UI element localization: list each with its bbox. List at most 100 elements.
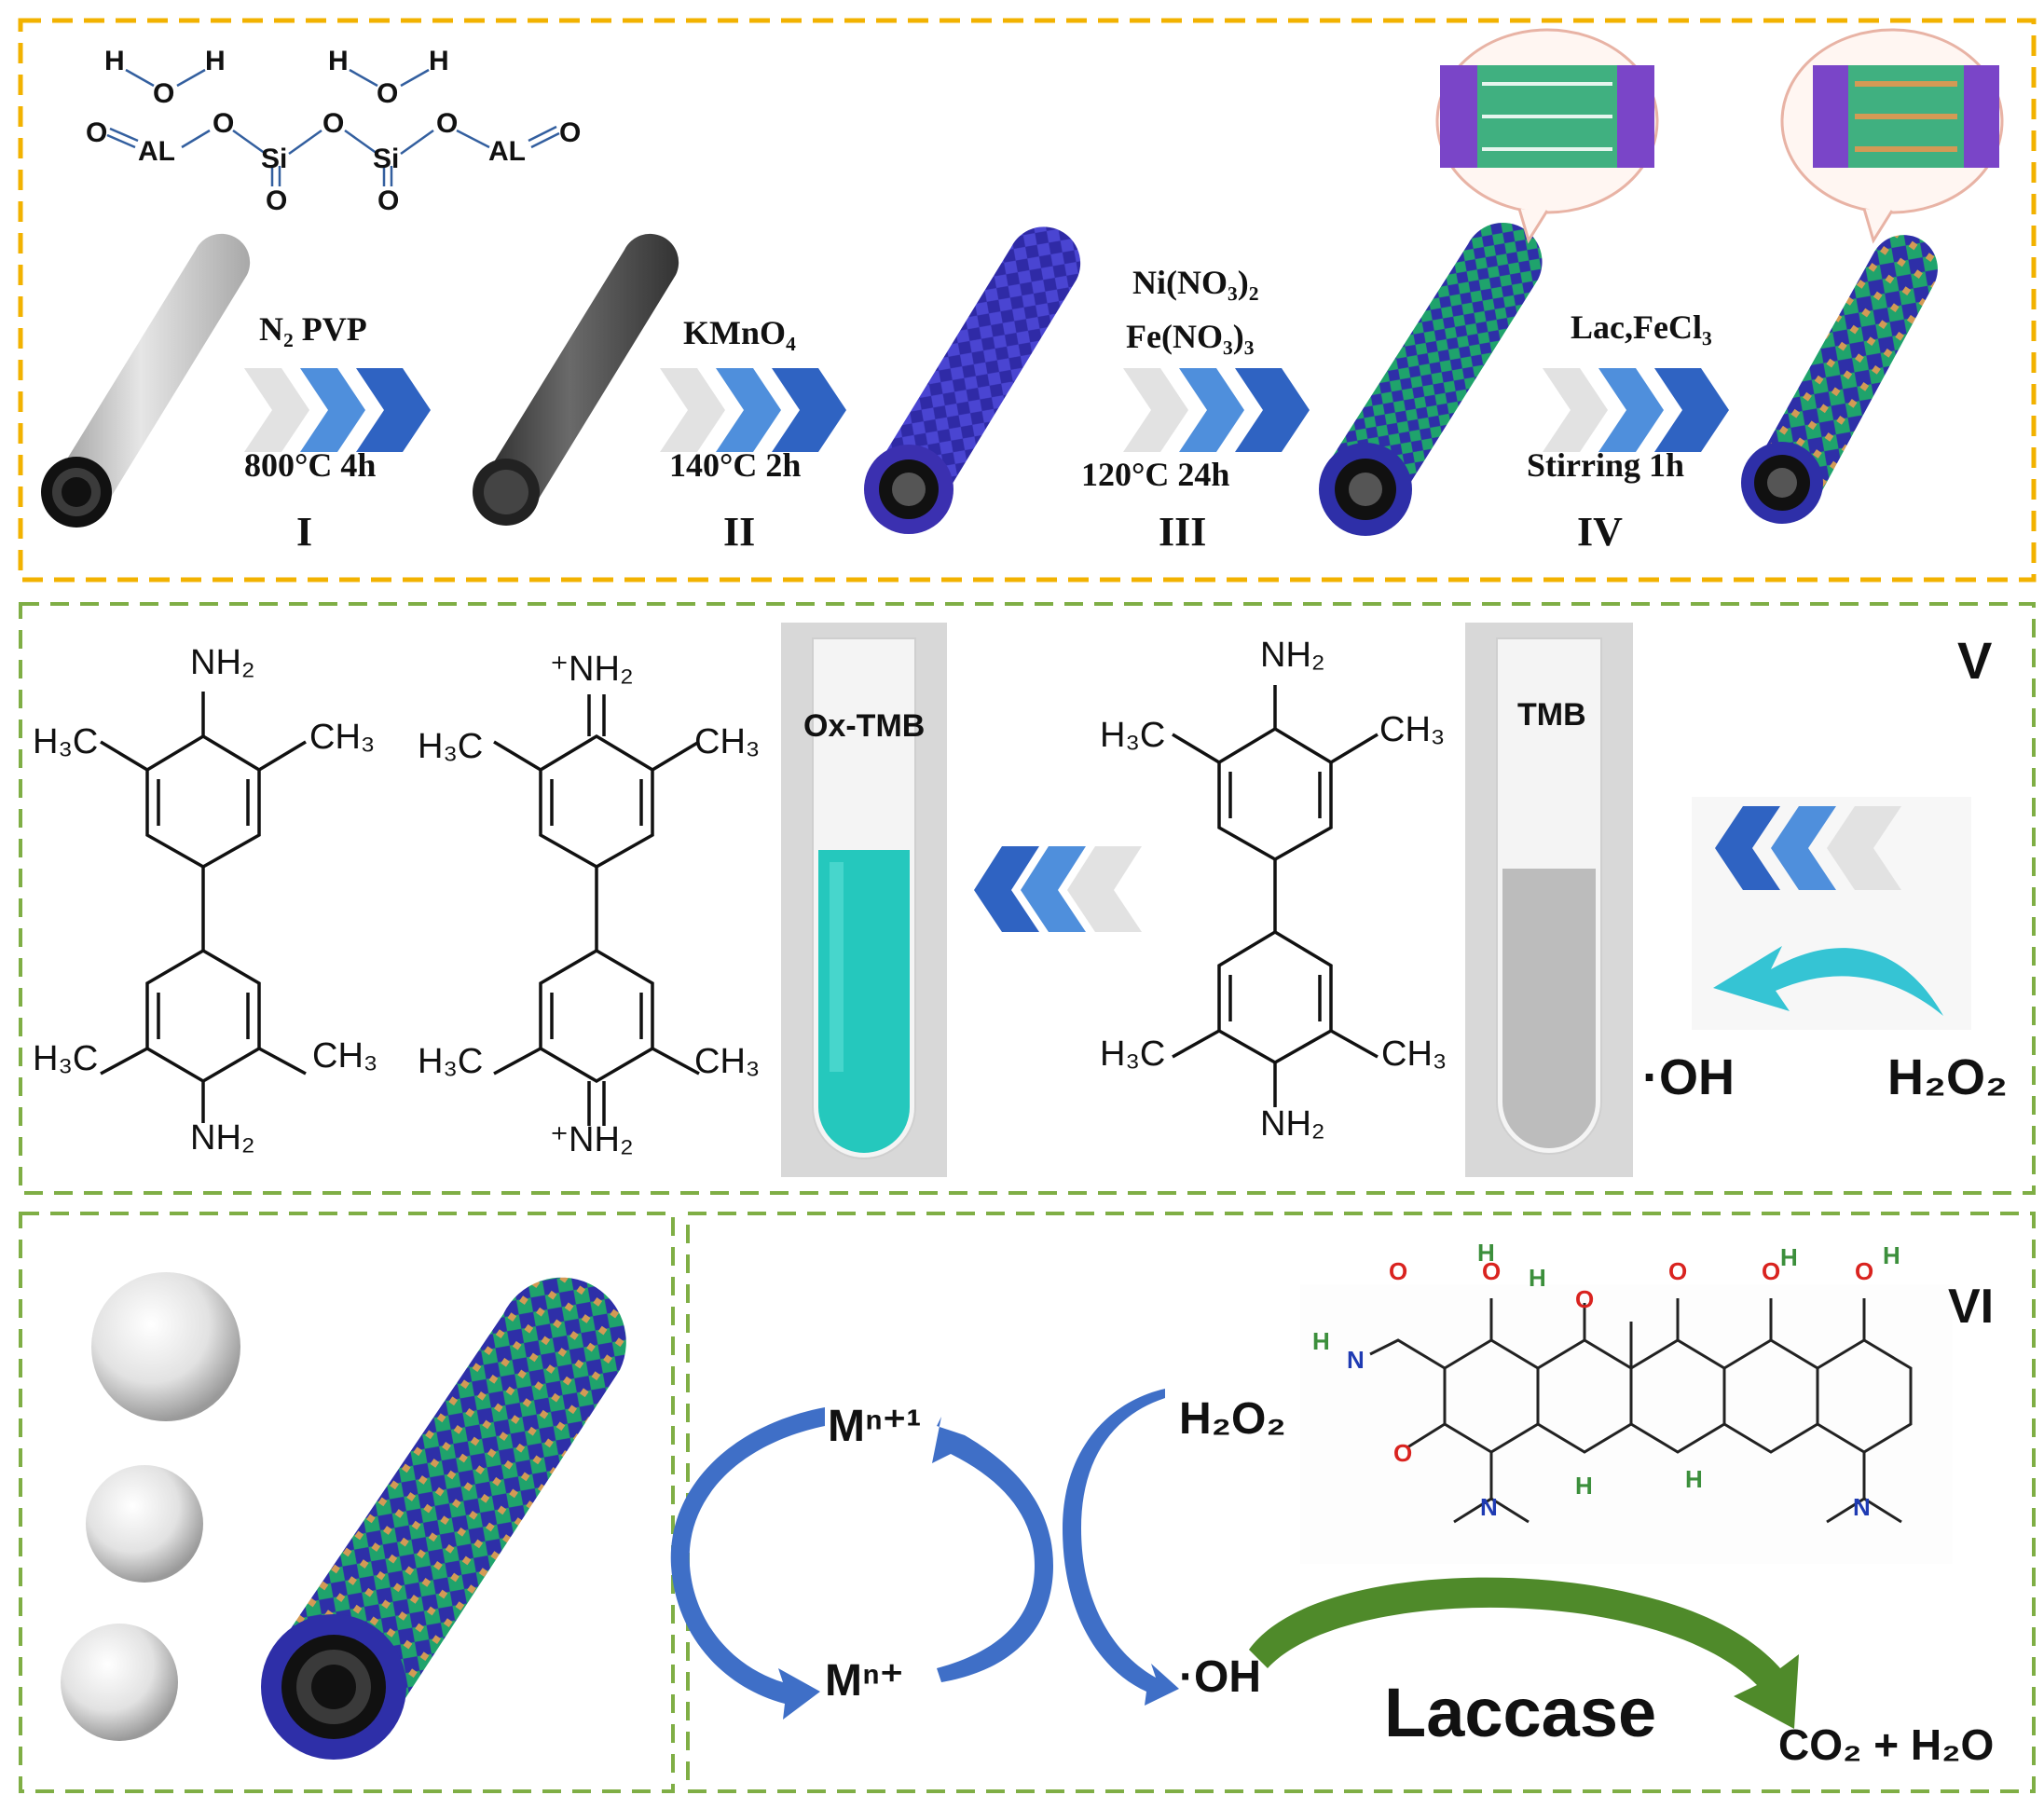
tmb-oxidized-bonds	[493, 694, 700, 1126]
tmb-substrate-br: CH₃	[1381, 1035, 1447, 1074]
tc-o-6: O	[1855, 1257, 1873, 1285]
cycle-peroxide: H₂O₂	[1179, 1394, 1286, 1444]
step-3-condition: 120°C 24h	[1081, 456, 1230, 493]
tmb-reduced-bottom: NH₂	[190, 1118, 255, 1158]
tmb-substrate-top: NH₂	[1260, 636, 1325, 675]
water-left-h1: H	[104, 46, 125, 76]
tc-o-2: O	[1482, 1257, 1501, 1285]
tmb-reduced-tr: CH₃	[309, 718, 376, 757]
tmb-oxidized-bottom: ⁺NH₂	[550, 1120, 634, 1159]
panel-v-label: V	[1957, 631, 1993, 690]
metal-reduced-state: Mⁿ⁺	[825, 1656, 904, 1706]
tmb-reduced-br: CH₃	[312, 1036, 378, 1076]
ox-tmb-label: Ox-TMB	[803, 708, 926, 744]
step-3-reagent-2: Fe(NO₃)₃	[1126, 318, 1255, 355]
tc-h-1: H	[1477, 1239, 1495, 1267]
step-4-numeral: IV	[1577, 509, 1623, 555]
sphere-1	[91, 1272, 240, 1421]
laccase-zoom-bubble	[1780, 28, 2004, 244]
panel-3-frame	[19, 1212, 675, 1793]
step-arrows	[244, 368, 1729, 452]
chain-si-1: Si	[261, 144, 287, 174]
tc-h-7: H	[1685, 1465, 1703, 1493]
tmb-reduced-top: NH₂	[190, 643, 255, 682]
step-arrow-3	[1123, 368, 1310, 452]
tmb-label: TMB	[1517, 697, 1586, 733]
laccase-tube	[1741, 235, 1938, 524]
chain-o-5: O	[559, 117, 581, 148]
cycle-arrow-right	[1063, 1389, 1179, 1706]
ox-tmb-tube	[781, 623, 947, 1177]
test-tubes	[781, 623, 1943, 1177]
laccase-label: Laccase	[1384, 1674, 1657, 1751]
sphere-2	[86, 1465, 203, 1583]
step-1-numeral: I	[296, 509, 313, 555]
tc-h-5: H	[1312, 1327, 1330, 1355]
chain-si-2: Si	[373, 144, 399, 174]
water-right-h2: H	[429, 46, 449, 76]
hydroxyl-radical-label: ·OH	[1642, 1049, 1735, 1105]
chain-o-4: O	[436, 108, 458, 139]
chain-o-2: O	[213, 108, 234, 139]
halloysite-molecule: H O H H O H O AL O Si O Si O AL O O O	[86, 46, 581, 216]
degradation-products: CO₂ + H₂O	[1778, 1720, 1995, 1769]
ldh-zoom-bubble	[1435, 28, 1659, 244]
sphere-3	[61, 1624, 178, 1741]
tc-h-3: H	[1780, 1243, 1798, 1271]
tmb-oxidized-tl: H₃C	[418, 727, 484, 766]
tmb-structures	[100, 685, 1379, 1126]
large-laccase-tube	[261, 1277, 626, 1760]
chain-al-1: AL	[138, 136, 175, 167]
tmb-substrate-bonds	[1172, 685, 1379, 1107]
tmb-oxidized-br: CH₃	[694, 1042, 761, 1081]
tmb-oxidized-bl: H₃C	[418, 1042, 484, 1081]
tmb-reduced-tl: H₃C	[33, 722, 99, 761]
tetracycline-structure: O O O O O O O H H H H H H H N N N	[1300, 1239, 1953, 1564]
curved-teal-arrow	[1713, 946, 1943, 1016]
tc-n-3: N	[1853, 1493, 1871, 1521]
chain-al-2: AL	[488, 136, 526, 167]
tc-o-3: O	[1575, 1285, 1594, 1313]
nanotube-sequence	[41, 28, 2004, 536]
tmb-substrate-bottom: NH₂	[1260, 1104, 1325, 1144]
panel-2-frame	[19, 602, 2036, 1195]
step-2-condition: 140°C 2h	[669, 446, 802, 484]
tmb-substrate-tl: H₃C	[1100, 716, 1166, 755]
step-arrow-2	[660, 368, 846, 452]
cycle-arrow-top	[932, 1417, 1053, 1682]
panel-1-frame	[18, 18, 2037, 582]
tmb-reduced-bonds	[100, 692, 307, 1123]
tmb-substrate-tr: CH₃	[1379, 710, 1446, 749]
step-3-numeral: III	[1159, 509, 1207, 555]
tc-n-1: N	[1347, 1346, 1365, 1374]
tc-h-4: H	[1883, 1241, 1900, 1269]
step-2-reagent: KMnO₄	[683, 314, 796, 351]
tmb-substrate-bl: H₃C	[1100, 1035, 1166, 1074]
water-right-o: O	[377, 78, 398, 109]
hydrogen-peroxide-label: H₂O₂	[1887, 1049, 2008, 1105]
water-left-h2: H	[205, 46, 226, 76]
water-right-h1: H	[328, 46, 349, 76]
tc-h-2: H	[1529, 1264, 1546, 1292]
carbonized-tube	[473, 233, 679, 526]
step-1-condition: 800°C 4h	[244, 446, 377, 484]
step-2-numeral: II	[723, 509, 756, 555]
chain-o-below-2: O	[377, 185, 399, 216]
tmb-tube	[1465, 623, 1633, 1177]
step-4-reagent: Lac,FeCl₃	[1571, 308, 1712, 346]
halloysite-tube	[41, 233, 251, 528]
water-left-o: O	[153, 78, 174, 109]
tmb-oxidized-top: ⁺NH₂	[550, 650, 634, 689]
step-1-reagent: N₂ PVP	[259, 310, 367, 348]
step-4-condition: Stirring 1h	[1527, 446, 1685, 484]
panel-vi-label: VI	[1948, 1280, 1995, 1334]
mno2-tube	[864, 226, 1081, 534]
tc-h-6: H	[1575, 1472, 1593, 1500]
chain-o-1: O	[86, 117, 107, 148]
cycle-radical: ·OH	[1179, 1652, 1261, 1702]
tc-o-7: O	[1393, 1439, 1412, 1467]
tmb-oxidized-tr: CH₃	[694, 722, 761, 761]
tc-o-1: O	[1389, 1257, 1407, 1285]
